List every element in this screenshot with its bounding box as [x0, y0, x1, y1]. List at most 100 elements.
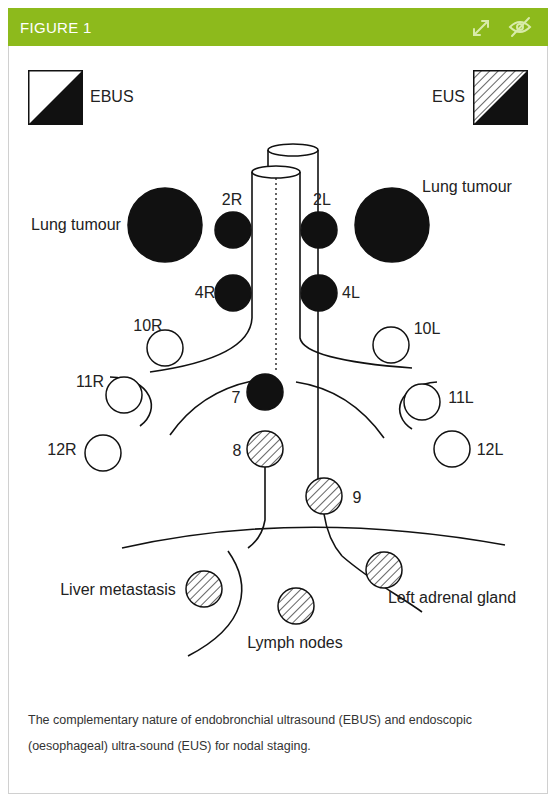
node-shape — [404, 384, 440, 420]
trachea-front-rim — [252, 166, 300, 178]
swatch-graphic — [28, 70, 83, 125]
node-outline — [277, 587, 315, 625]
node-outline — [246, 373, 284, 411]
node-outline — [365, 551, 403, 589]
node-outline — [246, 430, 284, 468]
node-shape — [247, 374, 283, 410]
node-shape — [215, 275, 251, 311]
lymph-node-station: 11R — [105, 376, 143, 414]
node-outline — [433, 430, 471, 468]
node-outline — [105, 376, 143, 414]
node-outline — [84, 434, 122, 472]
right-bronchus-lower — [170, 381, 252, 435]
swatch-border — [474, 71, 528, 125]
node-outline — [214, 274, 252, 312]
node-outline — [127, 187, 203, 263]
oesophagus-lower-right — [324, 514, 342, 556]
node-label: 10R — [133, 317, 162, 335]
lymph-node-station: 9 — [305, 477, 343, 515]
node-shape — [215, 212, 251, 248]
node-outline — [185, 570, 223, 608]
node-label: 11R — [76, 373, 104, 391]
lymph-node-station: 10L — [372, 326, 410, 364]
lymph-node-circle: Lymph nodes — [277, 587, 315, 625]
node-label: 4L — [342, 284, 360, 302]
node-outline — [354, 187, 430, 263]
node-shape — [147, 330, 183, 366]
trachea-back-wall — [267, 150, 269, 168]
node-label: Lung tumour — [422, 178, 512, 196]
diaphragm — [122, 527, 505, 548]
node-outline — [214, 211, 252, 249]
legend-label: EUS — [432, 88, 465, 106]
lymph-node-station: 4L — [300, 274, 338, 312]
node-label: 4R — [195, 284, 215, 302]
node-label: Lung tumour — [31, 216, 121, 234]
lymph-node-station: 2L — [300, 211, 338, 249]
dotted-midline — [275, 178, 276, 372]
lymph-node-station: 10R — [146, 329, 184, 367]
tumour-circle: Lung tumour — [354, 187, 430, 263]
node-outline — [300, 274, 338, 312]
node-shape — [247, 431, 283, 467]
node-shape — [106, 377, 142, 413]
lymph-node-station: 4R — [214, 274, 252, 312]
node-outline — [305, 477, 343, 515]
lymph-node-station: 7 — [246, 373, 284, 411]
node-shape — [434, 431, 470, 467]
node-shape — [85, 435, 121, 471]
figure-title: FIGURE 1 — [20, 19, 92, 36]
node-label: 11L — [448, 389, 474, 407]
node-shape — [128, 188, 202, 262]
swatch-lower — [473, 70, 528, 125]
airway-drawing — [110, 144, 505, 656]
swatch-graphic — [473, 70, 528, 125]
left-bronchus-lower — [296, 382, 384, 438]
swatch-upper — [28, 70, 83, 125]
expand-icon — [474, 21, 488, 35]
node-label: Lymph nodes — [247, 634, 342, 652]
node-label: 2R — [222, 191, 242, 209]
lymph-node-station: 12R — [84, 434, 122, 472]
node-label: 8 — [233, 442, 242, 460]
lymph-node-station: 8 — [246, 430, 284, 468]
node-label: 9 — [353, 489, 362, 507]
legend-swatch — [473, 70, 528, 125]
figure-frame — [9, 9, 548, 794]
node-label: Left adrenal gland — [388, 589, 516, 607]
lymph-node-station: 11L — [403, 383, 441, 421]
swatch-lower — [28, 70, 83, 125]
node-shape — [301, 212, 337, 248]
node-outline — [300, 211, 338, 249]
node-shape — [301, 275, 337, 311]
node-shape — [366, 552, 402, 588]
node-shape — [373, 327, 409, 363]
node-label: 7 — [232, 389, 241, 407]
node-shape — [186, 571, 222, 607]
adrenal-circle: Left adrenal gland — [365, 551, 403, 589]
header-bar — [8, 8, 548, 46]
node-outline — [372, 326, 410, 364]
swatch-border — [29, 71, 83, 125]
trachea-back-rim — [268, 144, 318, 156]
node-label: 12L — [477, 441, 504, 459]
figure-caption: The complementary nature of endobronchia… — [28, 707, 533, 759]
node-outline — [403, 383, 441, 421]
node-shape — [355, 188, 429, 262]
node-label: 2L — [313, 191, 331, 209]
eye-icon — [510, 18, 530, 36]
node-shape — [306, 478, 342, 514]
node-label: Liver metastasis — [60, 581, 176, 599]
legend-label: EBUS — [90, 88, 134, 106]
metastasis-circle: Liver metastasis — [185, 570, 223, 608]
swatch-upper — [473, 70, 528, 125]
oesophagus-lower — [248, 466, 265, 548]
tumour-circle: Lung tumour — [127, 187, 203, 263]
lymph-node-station: 12L — [433, 430, 471, 468]
node-shape — [278, 588, 314, 624]
